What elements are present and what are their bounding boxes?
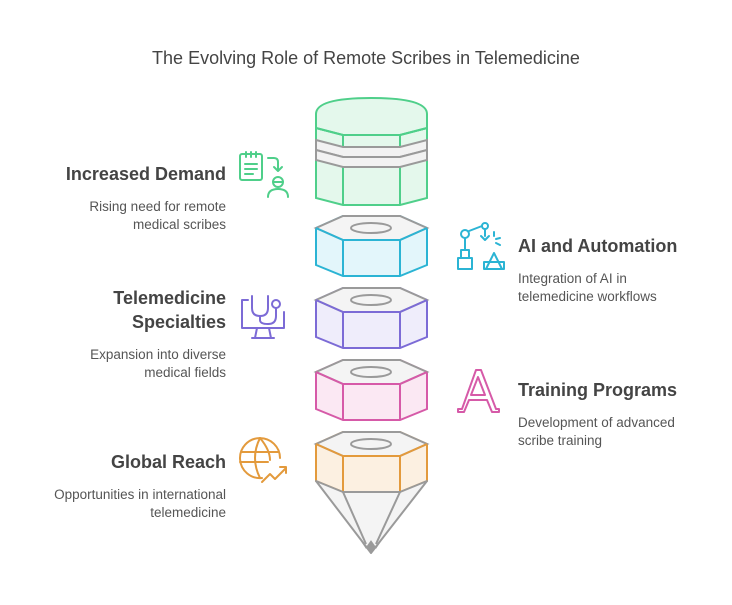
description-increased-demand: Rising need for remote medical scribes <box>89 199 226 232</box>
heading-ai-automation: AI and Automation <box>518 236 678 256</box>
description-telemedicine-specialties: Expansion into diverse medical fields <box>90 347 226 380</box>
heading-increased-demand: Increased Demand <box>65 164 226 184</box>
robot-arm-icon <box>457 222 505 270</box>
clipboard-user-icon <box>239 151 289 198</box>
description-global-reach: Opportunities in international telemedic… <box>54 487 226 520</box>
heading-training-programs: Training Programs <box>518 380 678 400</box>
description-training-programs: Development of advanced scribe training <box>518 415 675 448</box>
heading-telemedicine-specialties: Telemedicine Specialties <box>113 288 226 332</box>
item-telemedicine-specialties: Telemedicine Specialties Expansion into … <box>6 286 226 382</box>
item-training-programs: Training Programs Development of advance… <box>518 378 718 450</box>
heading-global-reach: Global Reach <box>110 452 226 472</box>
item-increased-demand: Increased Demand Rising need for remote … <box>6 162 226 234</box>
pencil-segment-pink <box>313 359 430 421</box>
description-ai-automation: Integration of AI in telemedicine workfl… <box>518 271 657 304</box>
pencil-segment-orange <box>313 431 430 493</box>
pencil-eraser-segment <box>315 96 428 206</box>
pencil-tip <box>315 480 428 554</box>
pencil-segment-teal <box>313 215 430 277</box>
pencil-segment-purple <box>313 287 430 349</box>
item-ai-automation: AI and Automation Integration of AI in t… <box>518 234 718 306</box>
diagram-title: The Evolving Role of Remote Scribes in T… <box>152 48 580 68</box>
monitor-stethoscope-icon <box>241 295 285 339</box>
globe-growth-icon <box>239 437 287 483</box>
letter-a-icon <box>457 369 500 413</box>
item-global-reach: Global Reach Opportunities in internatio… <box>6 450 226 522</box>
